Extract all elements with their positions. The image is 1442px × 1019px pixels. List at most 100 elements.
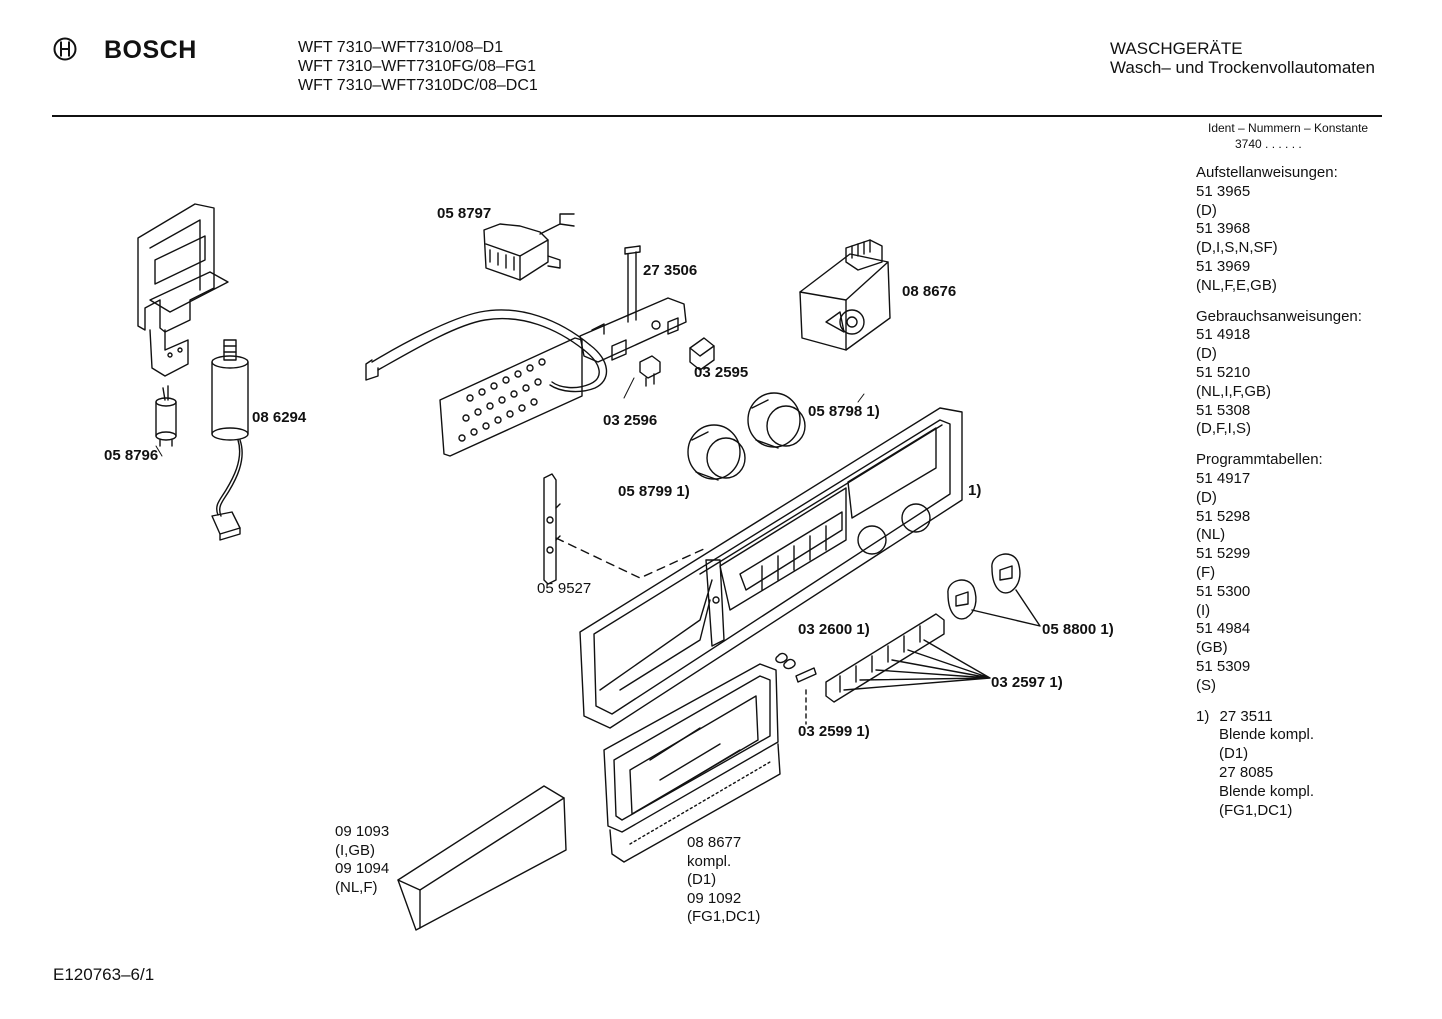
leader-line: [155, 445, 163, 457]
part-label: 05 9527: [537, 580, 592, 597]
model-line: WFT 7310–WFT7310FG/08–FG1: [298, 58, 537, 75]
part-label: 05 8800 1): [1042, 621, 1114, 638]
part-label-line: 08 8677: [687, 834, 742, 851]
part-label-line: 09 1093: [335, 823, 390, 840]
model-list: WFT 7310–WFT7310/08–D1 WFT 7310–WFT7310F…: [298, 38, 538, 95]
doc-number: 51 5300: [1196, 582, 1251, 600]
indicator-lamp: [689, 337, 715, 371]
doc-number: 51 5309: [1196, 657, 1251, 675]
header-divider: [52, 115, 1382, 117]
ident-title: Ident – Nummern – Konstante: [1208, 121, 1369, 135]
part-label: 03 2600 1): [798, 621, 870, 638]
doc-number: 51 3968: [1196, 220, 1251, 238]
part-label-line: kompl.: [687, 852, 732, 870]
control-panel: [579, 407, 963, 729]
part-label-line: (FG1,DC1): [687, 908, 761, 925]
footnote-line: Blende kompl.: [1219, 726, 1315, 744]
section-heading: Aufstellanweisungen:: [1196, 164, 1338, 181]
lamp-holder: [639, 355, 661, 387]
category-title: WASCHGERÄTE: [1110, 39, 1243, 58]
capacitor-small: [155, 385, 177, 447]
part-label: 05 8797: [437, 205, 492, 222]
panel-bracket: [543, 473, 561, 585]
display-board: [439, 337, 583, 457]
part-label: 05 8799 1): [618, 483, 690, 500]
doc-country: (GB): [1196, 639, 1228, 657]
doc-country: (S): [1196, 676, 1216, 694]
footnote-first: 1) 27 3511: [1196, 708, 1362, 727]
footnote-line: Blende kompl.: [1219, 782, 1315, 800]
glass-label: 09 1093 (I,GB) 09 1094 (NL,F): [335, 823, 389, 897]
model-line: WFT 7310–WFT7310DC/08–DC1: [298, 77, 538, 94]
doc-number: 51 5299: [1196, 545, 1251, 563]
mounting-bracket: [137, 203, 229, 377]
doc-country: (D,I,S,N,SF): [1196, 239, 1278, 257]
knob-cap-left: [947, 579, 977, 620]
part-label: 05 8796: [104, 447, 159, 464]
doc-country: (D): [1196, 201, 1217, 219]
part-label-line: (NL,F): [335, 878, 378, 896]
section-heading: Gebrauchsanweisungen:: [1196, 307, 1362, 325]
ident-value: 3740 . . . . . .: [1235, 137, 1302, 151]
part-label-line: 09 1094: [335, 860, 390, 877]
part-label: 03 2599 1): [798, 723, 870, 740]
part-label: 08 6294: [252, 409, 307, 426]
component-row: [458, 358, 546, 442]
doc-number: 51 5308: [1196, 401, 1251, 419]
knob-ring-lower: [687, 424, 746, 481]
part-label: 1): [968, 482, 982, 499]
brand-name: BOSCH: [104, 36, 197, 64]
part-label: 03 2595: [694, 364, 749, 381]
model-line: WFT 7310–WFT7310/08–D1: [298, 39, 504, 56]
footnote-line: 27 8085: [1219, 763, 1274, 781]
doc-country: (I): [1196, 601, 1211, 619]
part-label: 05 8798 1): [808, 403, 880, 420]
control-board: [579, 245, 687, 363]
footnote-number: 27 3511: [1219, 707, 1273, 725]
doc-number: 51 3965: [1196, 182, 1251, 200]
doc-number: 51 3969: [1196, 257, 1251, 275]
button-pin: [795, 667, 817, 725]
footnote-line: (D1): [1219, 745, 1249, 763]
category-subtitle: Wasch– und Trockenvollautomaten: [1110, 58, 1375, 77]
footnote-line: (FG1,DC1): [1219, 801, 1293, 819]
drawing-code: E120763–6/1: [53, 965, 155, 984]
door-label: 08 8677 kompl. (D1) 09 1092 (FG1,DC1): [687, 834, 760, 927]
doc-number: 51 5210: [1196, 363, 1251, 381]
part-label-line: (I,GB): [335, 841, 375, 859]
knob-ring-upper: [747, 392, 806, 449]
part-label-line: 09 1092: [687, 889, 742, 907]
doc-country: (NL): [1196, 526, 1226, 544]
doc-country: (NL,I,F,GB): [1196, 382, 1272, 400]
part-label: 27 3506: [643, 262, 698, 279]
leader-line: [623, 377, 635, 399]
doc-country: (NL,F,E,GB): [1196, 276, 1277, 294]
doc-country: (F): [1196, 563, 1216, 581]
doc-number: 51 4917: [1196, 469, 1251, 487]
doc-country: (D): [1196, 345, 1217, 363]
program-timer: [799, 239, 891, 351]
dash-leader: [555, 537, 707, 579]
doc-number: 51 4984: [1196, 620, 1251, 638]
footnote-marker: 1): [1196, 707, 1210, 725]
doc-number: 51 4918: [1196, 326, 1251, 344]
capacitor-large: [211, 339, 249, 541]
document-list: Aufstellanweisungen: 51 3965 (D) 51 3968…: [1196, 164, 1362, 820]
category-block: WASCHGERÄTE Wasch– und Trockenvollautoma…: [1110, 39, 1375, 77]
spring: [775, 652, 796, 670]
brand-logo: [53, 37, 77, 61]
part-label: 03 2596: [603, 412, 658, 429]
section-heading: Programmtabellen:: [1196, 451, 1323, 469]
knob-cap-right: [991, 553, 1021, 594]
doc-country: (D,F,I,S): [1196, 420, 1251, 438]
part-label-line: (D1): [687, 871, 717, 888]
part-label: 08 8676: [902, 283, 957, 300]
doc-country: (D): [1196, 488, 1217, 506]
leader-knob-caps: [971, 589, 1041, 627]
glass-plate: [397, 785, 567, 931]
door-frame: [603, 663, 781, 863]
bosch-armature-icon: [53, 37, 77, 61]
leader-line: [857, 393, 865, 403]
wiring-harness: [365, 309, 608, 393]
